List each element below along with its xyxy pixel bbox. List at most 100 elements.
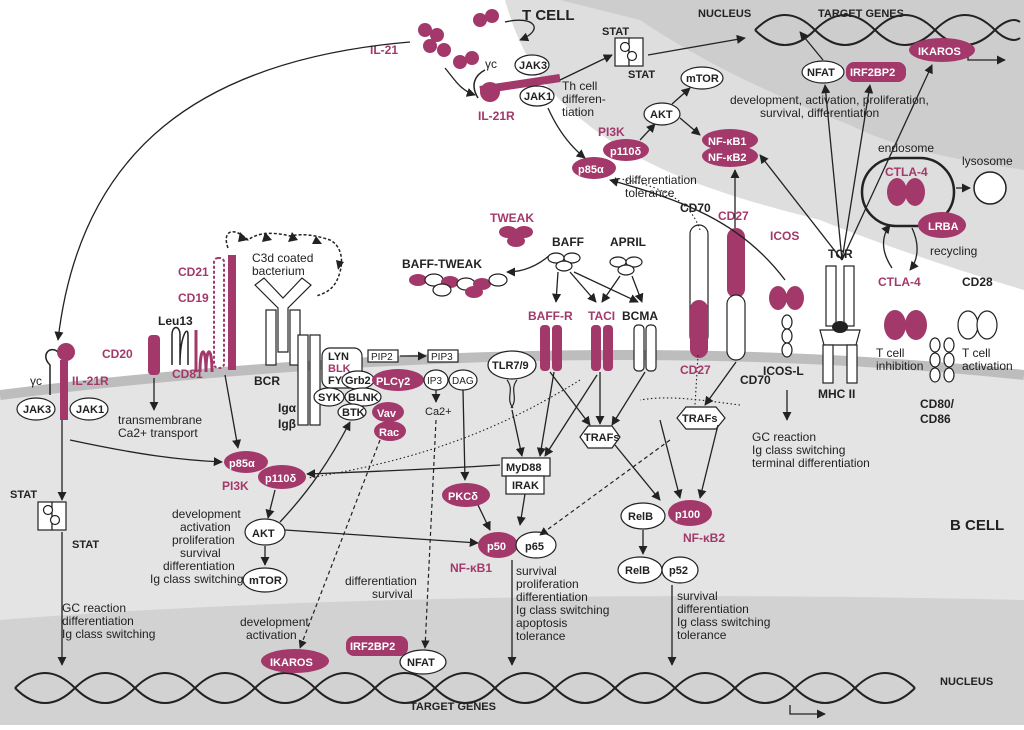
baff-tweak-label: BAFF-TWEAK	[402, 257, 482, 271]
mhc-label: MHC II	[818, 387, 855, 401]
tlr-node	[487, 350, 537, 380]
bcma-label: BCMA	[622, 309, 658, 323]
p85a-b-node	[224, 451, 268, 473]
akt-t-label: AKT	[650, 109, 673, 121]
blnk-node	[344, 387, 382, 407]
relb-label: RelB	[628, 511, 653, 523]
cd28-a	[957, 310, 979, 340]
baffr-b	[552, 325, 562, 371]
p52-node	[661, 556, 699, 584]
lysosome-circle	[973, 171, 1007, 205]
b-target-genes-label: TARGET GENES	[410, 701, 496, 713]
tweak-ligand	[499, 226, 533, 247]
nfkb1-t-label: NF-κB1	[708, 136, 747, 148]
bcma-b	[645, 324, 657, 372]
stat-t-label-bot: STAT	[628, 69, 655, 81]
stat-b-label-top: STAT	[10, 489, 37, 501]
jak3-b-node	[16, 397, 56, 421]
baff-ligand	[547, 252, 581, 272]
il21-label: IL-21	[370, 43, 398, 57]
stat-b-label-bot: STAT	[72, 539, 99, 551]
baff-label: BAFF	[552, 235, 584, 249]
p110d-t-node	[603, 139, 649, 161]
pkcd-node	[442, 483, 490, 507]
plcg2-node	[372, 369, 424, 391]
relb2-label: RelB	[625, 565, 650, 577]
trafs-right-label: TRAFs	[682, 413, 717, 425]
lrba-label: LRBA	[928, 221, 959, 233]
ikaros-t-label: IKAROS	[918, 46, 961, 58]
p50-label: p50	[487, 541, 506, 553]
nfkb2-t-label: NF-κB2	[708, 152, 747, 164]
nfkb1-b-label: NF-κB1	[450, 561, 492, 575]
pip2-label: PIP2	[371, 352, 393, 363]
april-ligand	[609, 256, 643, 276]
lysosome-label: lysosome	[962, 154, 1013, 168]
rac-label: Rac	[379, 427, 399, 439]
t-cell-title: T CELL	[522, 7, 575, 24]
cd21-label: CD21	[178, 265, 209, 279]
trafs-right-node	[676, 406, 726, 430]
lyn-label: LYN	[328, 351, 349, 363]
jak1-t-label: JAK1	[524, 91, 552, 103]
cd81-label: CD81	[172, 367, 203, 381]
cd19-label: CD19	[178, 291, 209, 305]
cd70-b-label: CD70	[740, 373, 771, 387]
ctla4-surface-label: CTLA-4	[878, 275, 921, 289]
ca-label: Ca2+	[425, 406, 452, 418]
t-target-genes-label: TARGET GENES	[818, 8, 904, 20]
il21r-t-receptor	[473, 69, 561, 102]
april-label: APRIL	[610, 235, 646, 249]
recycling-label: recycling	[930, 244, 977, 258]
ctla4-endo-b	[905, 178, 925, 206]
pi3k-t-label: PI3K	[598, 125, 625, 139]
icosl-receptor	[781, 314, 793, 358]
akt-t-node	[643, 102, 681, 126]
akt-b-node	[244, 518, 286, 546]
cd70-b-a	[726, 294, 746, 361]
bcr-antibody	[254, 277, 312, 366]
gamma-c-t: γc	[485, 57, 497, 71]
jak1-b-label: JAK1	[76, 404, 104, 416]
cd27-t-label: CD27	[718, 209, 749, 223]
irak-label: IRAK	[512, 480, 539, 492]
cd21-receptor	[213, 257, 225, 369]
il21r-b-receptor	[45, 343, 75, 420]
grb2-label: Grb2	[345, 375, 371, 387]
p52-label: p52	[669, 565, 688, 577]
p110d-t-label: p110δ	[610, 146, 641, 158]
t-dev-label: development, activation, proliferation,s…	[730, 93, 929, 120]
icos-b	[786, 286, 804, 310]
irf2bp2-t-label: IRF2BP2	[850, 67, 895, 79]
cd81-receptor	[194, 330, 214, 373]
vav-label: Vav	[377, 408, 397, 420]
syk-node	[313, 387, 345, 407]
lrba-node	[918, 212, 966, 238]
p100-label: p100	[675, 509, 700, 521]
vav-node	[372, 402, 404, 422]
leu13-label: Leu13	[158, 314, 193, 328]
rac-node	[374, 421, 406, 441]
cd70-t-label: CD70	[680, 201, 711, 215]
stat-b-dimer	[37, 501, 67, 531]
pkcd-label: PKCδ	[448, 491, 478, 503]
irf2bp2-t-node	[846, 62, 906, 82]
trafs-mid-node	[579, 425, 621, 449]
b-cell-title: B CELL	[950, 517, 1004, 534]
ip3-label: IP3	[427, 376, 442, 387]
nfat-t-node	[801, 60, 845, 84]
blnk-label: BLNK	[348, 392, 379, 404]
endosome-outline	[860, 156, 956, 228]
tcr-mhc-complex	[819, 265, 861, 384]
stat-t-dimer	[614, 37, 644, 67]
igb-label: Igβ	[278, 417, 296, 431]
gamma-c-b: γc	[30, 374, 42, 388]
blk-label: BLK	[328, 363, 351, 375]
il21r-b-label: IL-21R	[72, 374, 109, 388]
p85a-b-label: p85α	[229, 458, 255, 470]
p65-label: p65	[525, 541, 544, 553]
